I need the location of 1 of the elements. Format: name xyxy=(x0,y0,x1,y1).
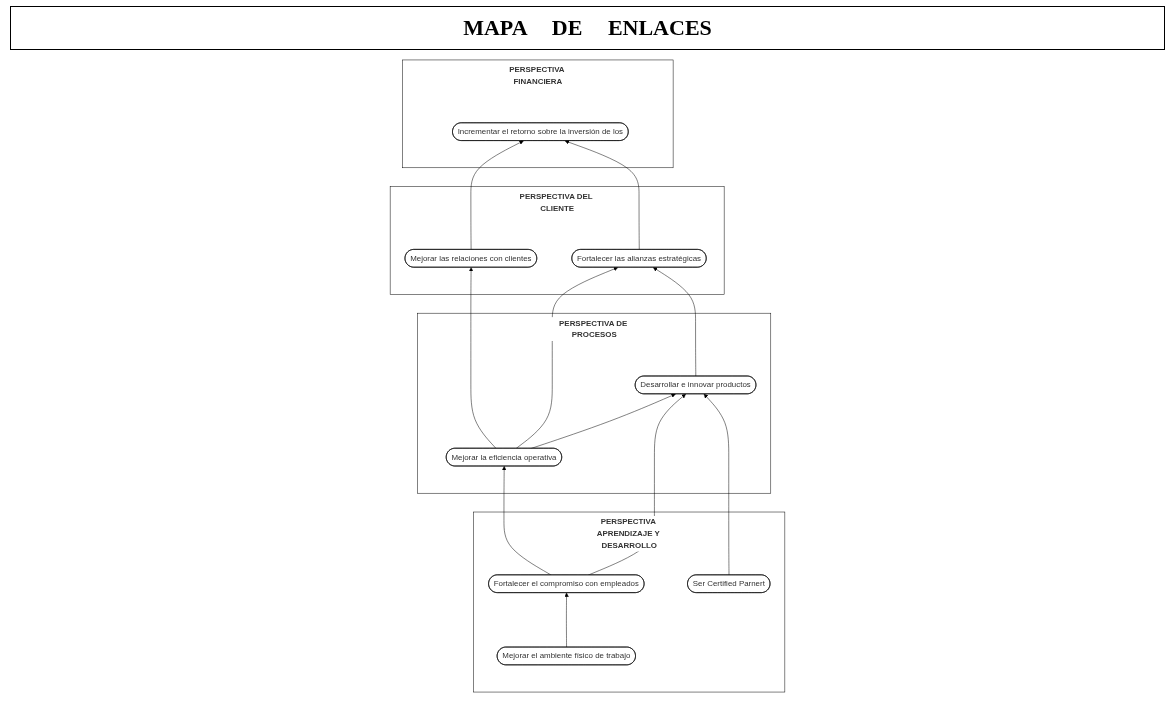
diagram-title: MAPA DE ENLACES xyxy=(10,6,1165,50)
